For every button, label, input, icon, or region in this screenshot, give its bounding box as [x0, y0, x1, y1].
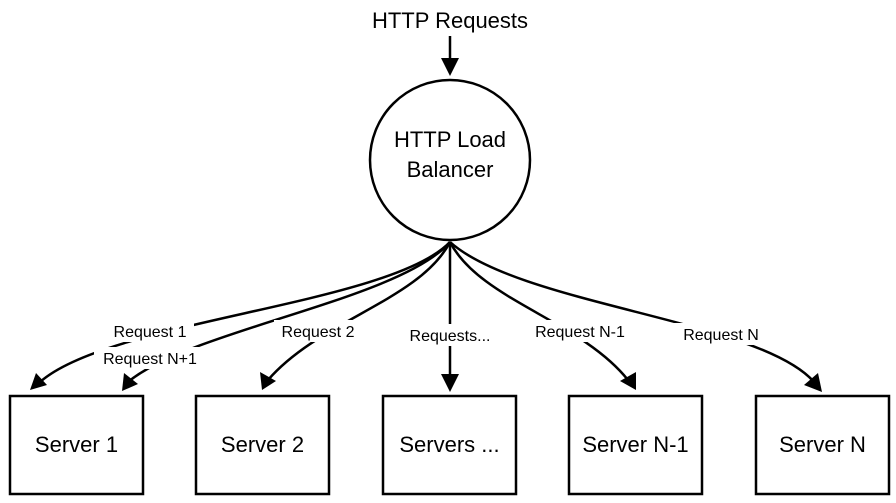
edge-request-n-minus-1 — [448, 241, 629, 381]
edge-request-n — [449, 241, 815, 383]
server-label-n: Server N — [779, 432, 866, 457]
server-label-1: Server 1 — [35, 432, 118, 457]
edge-label-request-1: Request 1 — [114, 324, 187, 341]
diagram-title: HTTP Requests — [372, 8, 528, 33]
edge-request-n-plus-1-arrowhead — [122, 373, 138, 391]
edge-request-2-arrowhead — [260, 372, 276, 390]
edge-label-bg — [528, 320, 634, 342]
edge-label-bg — [402, 324, 498, 346]
edge-requests-ellipsis-arrowhead — [441, 374, 459, 392]
server-box-2 — [194, 394, 331, 496]
edge-request-n-arrowhead — [804, 373, 822, 392]
edge-request-1-arrowhead — [30, 373, 47, 390]
edge-label-requests-ellipsis: Requests... — [410, 328, 491, 345]
incoming-arrowhead — [441, 58, 459, 76]
edge-label-bg — [672, 323, 770, 345]
edge-label-bg — [274, 320, 362, 342]
edge-request-2 — [267, 241, 452, 381]
server-label-ellipsis: Servers ... — [399, 432, 499, 457]
server-label-n-minus-1: Server N-1 — [582, 432, 688, 457]
load-balancer-node — [368, 78, 532, 242]
edge-label-request-n-minus-1: Request N-1 — [535, 324, 625, 341]
server-box-n-minus-1 — [567, 394, 704, 496]
load-balancer-label-line1: HTTP Load — [394, 127, 506, 152]
server-box-n — [754, 394, 891, 496]
edge-label-request-n: Request N — [683, 327, 759, 344]
edge-request-n-minus-1-arrowhead — [620, 372, 636, 390]
edge-label-bg — [94, 347, 204, 369]
edge-label-request-2: Request 2 — [282, 324, 355, 341]
server-box-ellipsis — [381, 394, 518, 496]
load-balancer-label-line2: Balancer — [407, 157, 494, 182]
edge-label-request-n-plus-1: Request N+1 — [103, 351, 197, 368]
edge-request-1 — [39, 241, 451, 383]
edge-label-bg — [106, 320, 194, 342]
server-label-2: Server 2 — [221, 432, 304, 457]
server-box-1 — [8, 394, 145, 496]
